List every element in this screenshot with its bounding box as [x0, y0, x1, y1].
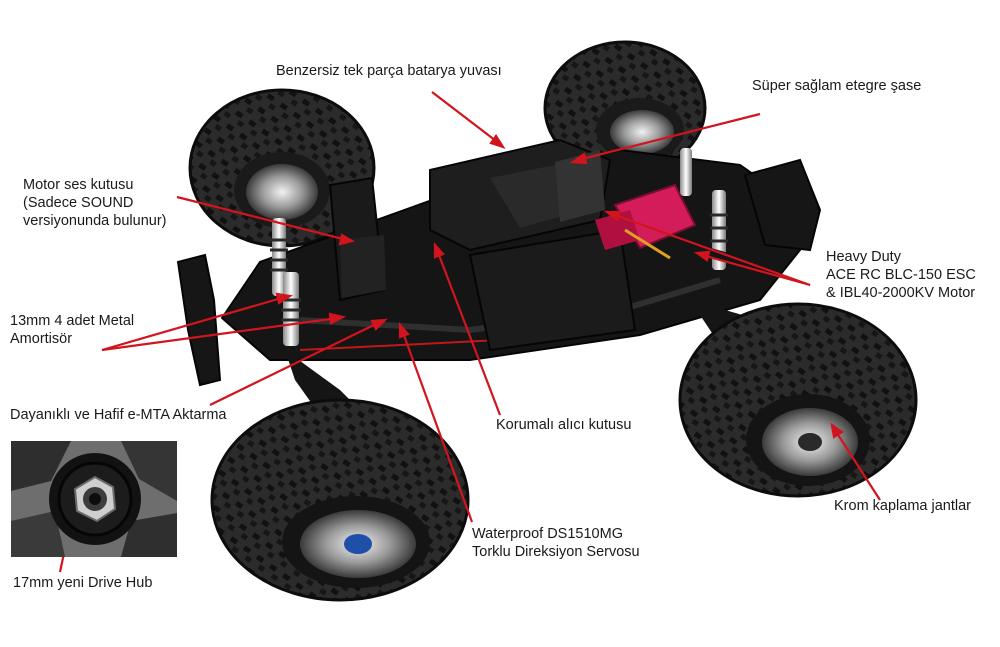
label-motor-esc: Heavy Duty ACE RC BLC-150 ESC & IBL40-20…	[826, 249, 976, 301]
label-chassis: Süper sağlam etegre şase	[752, 78, 922, 94]
drive-hub-illustration	[11, 441, 177, 557]
motor	[595, 183, 697, 260]
wheel-front-right	[678, 302, 918, 498]
label-shocks: 13mm 4 adet Metal Amortisör	[10, 313, 135, 347]
callout-arrows	[58, 91, 881, 573]
wheel-rear-left	[188, 88, 376, 248]
label-sound-box: Motor ses kutusu (Sadece SOUND versiyonu…	[23, 177, 167, 229]
wheel-front-left	[210, 398, 470, 602]
label-servo: Waterproof DS1510MG Torklu Direksiyon Se…	[472, 526, 640, 560]
label-driveshaft: Dayanıklı ve Hafif e-MTA Aktarma	[10, 407, 227, 423]
wheel-rear-right	[543, 40, 707, 176]
label-drive-hub: 17mm yeni Drive Hub	[13, 575, 153, 591]
label-receiver-box: Korumalı alıcı kutusu	[496, 417, 632, 433]
battery-tray	[429, 138, 637, 352]
label-wheels: Krom kaplama jantlar	[834, 498, 971, 514]
label-battery-tray: Benzersiz tek parça batarya yuvası	[276, 63, 502, 79]
sound-box	[328, 176, 386, 302]
drive-hub-inset	[11, 441, 177, 557]
